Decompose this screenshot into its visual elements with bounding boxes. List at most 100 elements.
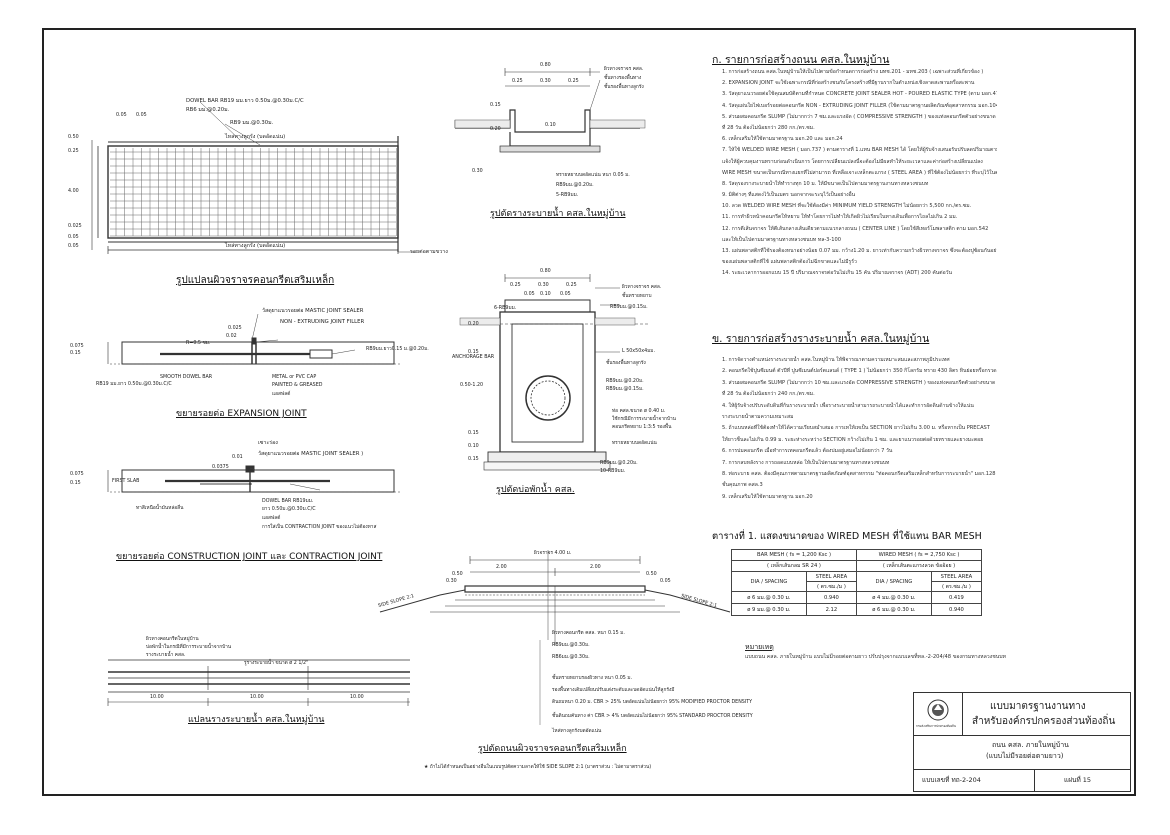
- org-line-1: แบบมาตรฐานงานทาง: [990, 701, 1086, 712]
- table-cell: ø 9 มม.@ 0.30 ม.: [731, 603, 807, 616]
- drain-plan-dim: 10.00: [150, 695, 164, 700]
- spec-item: 12. การตีเส้นจราจร ให้ตีเส้นกลางเส้นเดีย…: [722, 225, 989, 232]
- manhole-section-drawing: [459, 274, 650, 471]
- table-header-cell: ( เหล็กเส้นกลม SR 24 ): [731, 560, 857, 572]
- dim-label: 0.15: [490, 103, 501, 108]
- construction-joint-caption: ขยายรอยต่อ CONSTRUCTION JOINT และ CONTRA…: [116, 552, 383, 562]
- dim-label: 0.15: [468, 457, 479, 462]
- dim-label: 0.01: [232, 455, 243, 460]
- table-row: BAR MESH ( fs = 1,200 Ksc ) WIRED MESH (…: [731, 549, 982, 561]
- dim-label: 0.80: [540, 63, 551, 68]
- spec-item: 4. วัสดุแผ่นใยไฟเบอร์รอยต่อคอนกรีต NON -…: [722, 102, 997, 109]
- spec-item: ชั้นคุณภาพ คสล.3: [722, 482, 763, 489]
- dim-label: 0.50: [452, 572, 463, 577]
- manhole-subbase-label: ชั้นรองพื้นทางลูกรัง: [606, 361, 646, 366]
- spec-item: 7. การกลบหลังราง การถอดแบบหล่อ ให้เป็นไป…: [722, 459, 890, 466]
- table-header-cell: STEEL AREA: [930, 571, 983, 582]
- title-divider: [914, 735, 1130, 736]
- drain-plan-note-4: รูรางระบายน้ำ ขนาด ø 2 1/2": [244, 661, 309, 666]
- road-layer: ชั้นดินถมคันทาง ค่า CBR > 4% บดอัดแน่นไม…: [552, 714, 753, 719]
- drain-plan-note-3: รางระบายน้ำ คสล.: [146, 653, 186, 658]
- radius-label: R=0.5 ซม.: [186, 341, 211, 346]
- rb9-top-label: 6-RB9มม.: [494, 306, 517, 311]
- rb9-label: RB9มม.@0.20ม.: [556, 183, 594, 188]
- road-layer: RB6มม.@0.30ม.: [552, 655, 590, 660]
- table-header-cell: ( ตร.ซม./ม ): [805, 581, 858, 592]
- spec-item: 6. เหล็กเสริมให้ใช้ตามมาตรฐาน มอก.20 และ…: [722, 136, 843, 143]
- slab-plan-drawing: [91, 136, 399, 254]
- section-a-list: 1. การก่อสร้างถนน คสล.ในหมู่บ้านให้เป็นไ…: [722, 68, 997, 281]
- filler-label: NON - EXTRUDING JOINT FILLER: [280, 319, 365, 325]
- table-title: ตารางที่ 1. แสดงขนาดของ WIRED MESH ที่ใช…: [712, 531, 982, 542]
- table-row: ø 6 มม.@ 0.30 ม. 0.940 ø 4 มม.@ 0.30 ม. …: [731, 591, 983, 604]
- table-header-cell: ( ตร.ซม./ม ): [930, 581, 983, 592]
- subbase-label: ชั้นรองพื้นทางลูกรัง: [604, 85, 644, 90]
- dowel-bar-note: DOWEL BAR RB19 มม.ยาว 0.50ม.@0.30ม.C/C: [186, 98, 304, 104]
- dim-label: 0.15: [468, 431, 479, 436]
- spec-item: 1. การก่อสร้างถนน คสล.ในหมู่บ้านให้เป็นไ…: [722, 69, 984, 75]
- table-row: DIA / SPACING STEEL AREA DIA / SPACING S…: [731, 571, 983, 592]
- cj-asphalt-label: แอสฟลต์: [262, 516, 281, 521]
- dim-label: 0.15: [70, 351, 81, 356]
- dim-label: 0.25: [568, 79, 579, 84]
- rb6-note: RB6 มม.@0.20ม.: [186, 107, 230, 113]
- table-header-cell: STEEL AREA: [805, 571, 858, 582]
- seal-text: กรมส่งเสริมการปกครองท้องถิ่น: [916, 724, 956, 728]
- pipe-note-2: ใช้กรณีมีการระบายน้ำจากบ้าน: [612, 417, 676, 422]
- dim-label: 0.50-1.20: [460, 383, 484, 388]
- dim-label: 0.05: [524, 292, 535, 297]
- road-layer: ไหล่ทางลูกรังบดอัดแน่น: [552, 729, 602, 734]
- spec-item: แจ้งให้ผู้ควบคุมงานทราบก่อนดำเนินการ โดย…: [722, 158, 983, 165]
- table-header-cell: DIA / SPACING: [731, 571, 807, 592]
- table-header-cell: DIA / SPACING: [856, 571, 932, 592]
- sheet-number: แบบเลขที่ ทถ-2-204: [922, 776, 981, 784]
- road-width-label: ผิวจราจร 4.00 ม.: [534, 551, 572, 556]
- spec-item: 8. ท่อระบาย คสล. ต้องมีคุณภาพตามมาตรฐานผ…: [722, 470, 996, 477]
- dim-label: 0.10: [545, 123, 556, 128]
- spec-item: 1. การจัดวางตำแหน่งรางระบายน้ำ คสล.ในหมู…: [722, 357, 950, 363]
- spec-item: 5. ถ้าแบบหล่อที่ใช้ต้องทำให้ได้ความเรียบ…: [722, 425, 990, 432]
- dowel-spec-label: RB19 มม.ยาว 0.50ม.@0.30ม.C/C: [96, 382, 172, 387]
- dim-label: 0.50: [68, 135, 79, 140]
- angle-label: L 50x50x4มม.: [622, 349, 655, 354]
- expansion-joint-caption: ขยายรอยต่อ EXPANSION JOINT: [176, 409, 307, 419]
- manhole-base-label: ชั้นทรายหยาบ: [622, 294, 652, 299]
- dim-label: 0.30: [538, 283, 549, 288]
- road-section-footnote: ★ ถ้าไม่ได้กำหนดเป็นอย่างอื่นในแบบรูปตัด…: [424, 765, 652, 770]
- drain-plan-note-2: บ่อพักน้ำในกรณีที่มีการระบายน้ำจากบ้าน: [146, 645, 232, 650]
- drawing-title-1: ถนน คสล. ภายในหมู่บ้าน: [992, 741, 1069, 749]
- cap-label: METAL or PVC CAP: [272, 375, 317, 380]
- dim-label: 0.05: [68, 244, 79, 249]
- manhole-road-label: ผิวทางจราจร คสล.: [622, 285, 662, 290]
- table-header-cell: WIRED MESH ( fs = 2,750 Ksc ): [856, 549, 982, 561]
- road-layer: ดินถมหนา 0.20 ม. CBR > 25% บดอัดแน่นไม่น…: [552, 700, 753, 705]
- dim-label: 0.02: [226, 334, 237, 339]
- lean-concrete-label: คอนกรีตหยาบ 1:3:5 รองพื้น: [612, 425, 672, 430]
- table-cell: 0.940: [805, 591, 858, 604]
- dim-label: 0.30: [446, 579, 457, 584]
- road-layer: ชั้นทรายหยาบรองผิวทาง หนา 0.05 ม.: [552, 676, 633, 681]
- drain-plan-dim: 10.00: [250, 695, 264, 700]
- rb9-spacing-label: RB9มม.@0.15ม.: [610, 305, 648, 310]
- seal-icon: [927, 699, 949, 721]
- table-cell: 0.940: [930, 603, 983, 616]
- manhole-sand-label: ทรายหยาบบดอัดแน่น: [612, 441, 657, 446]
- dim-label: 0.20: [490, 127, 501, 132]
- sand-label: ทรายหยาบบดอัดแน่น หนา 0.05 ม.: [556, 173, 630, 178]
- saw-cut-label: เซาะร่อง: [258, 440, 278, 446]
- dim-label: 0.15: [468, 350, 479, 355]
- wire-mesh-table: BAR MESH ( fs = 1,200 Ksc ) WIRED MESH (…: [731, 549, 983, 616]
- spec-item: 2. คอนกรีตใช้ปูนซีเมนต์ ตัวปีที่ ปูนซีเม…: [722, 368, 997, 375]
- keyway-label: ทาสีเหนือน้ำมันหล่อลื่น: [136, 506, 184, 511]
- spec-item: 9. เหล็กเสริมให้ใช้ตามมาตรฐาน มอก.20: [722, 493, 813, 500]
- spec-item: 5. ส่วนผสมคอนกรีต SLUMP (ไม่มากกว่า 7 ซม…: [722, 113, 997, 120]
- transverse-joint-label: รอยต่อตามขวาง: [410, 249, 448, 255]
- asphalt-label: แอสฟลต์: [272, 392, 291, 397]
- spec-item: และให้เป็นไปตามมาตรฐานทางหลวงชนบท ทล-3-1…: [722, 236, 841, 243]
- table-cell: ø 6 มม.@ 0.30 ม.: [856, 603, 932, 616]
- shoulder-bottom-label: ไหล่ทางลูกรัง (บดอัดแน่น): [225, 243, 286, 249]
- dim-label: 0.05: [136, 113, 147, 118]
- table-cell: ø 6 มม.@ 0.30 ม.: [731, 591, 807, 604]
- title-divider: [914, 769, 1130, 770]
- title-divider-vertical: [1034, 769, 1035, 791]
